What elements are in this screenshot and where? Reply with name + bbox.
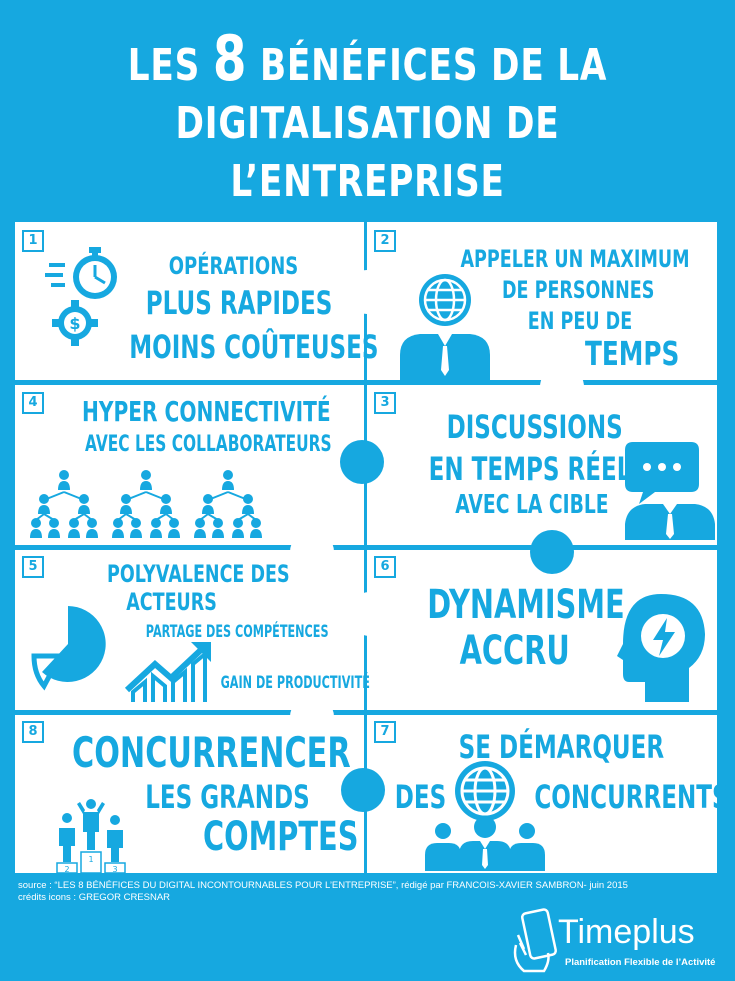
svg-text:$: $ <box>69 314 80 333</box>
puzzle-knob <box>540 365 584 409</box>
title-line-1: LES 8 BÉNÉFICES DE LA <box>127 22 608 95</box>
panel-7-line-2a: DES <box>394 778 447 816</box>
globe-team-icon <box>425 761 545 871</box>
panel-number: 5 <box>22 556 44 578</box>
panel-3-line-1: DISCUSSIONS <box>446 408 623 446</box>
source-credits: source : “LES 8 BÉNÉFICES DU DIGITAL INC… <box>18 880 628 904</box>
puzzle-knob <box>341 768 385 812</box>
pie-chart-icon <box>31 606 106 691</box>
panel-7-line-1: SE DÉMARQUER <box>458 728 665 766</box>
title-line-2: DIGITALISATION DE <box>175 98 560 149</box>
panel-5-line-2: ACTEURS <box>126 588 217 616</box>
panel-1-line-3: MOINS COÛTEUSES <box>129 328 379 366</box>
panel-5-line-3: PARTAGE DES COMPÉTENCES <box>145 622 329 642</box>
source-text: source : “LES 8 BÉNÉFICES DU DIGITAL INC… <box>18 880 628 891</box>
panel-4-line-1: HYPER CONNECTIVITÉ <box>81 395 331 428</box>
speech-bubble-person-icon <box>625 442 715 540</box>
credits-text: crédits icons : GREGOR CRESNAR <box>18 892 171 903</box>
puzzle-knob <box>345 270 389 314</box>
panel-number: 3 <box>374 392 396 414</box>
panel-2-line-3: EN PEU DE <box>527 307 633 335</box>
panel-2-line-4: TEMPS <box>585 334 680 373</box>
team-network-icon <box>30 470 280 540</box>
brand-name: Timeplus <box>558 913 695 951</box>
podium-label-2: 2 <box>64 865 69 874</box>
puzzle-knob <box>530 530 574 574</box>
panel-2-line-1: APPELER UN MAXIMUM <box>460 245 690 273</box>
panel-number: 2 <box>374 230 396 252</box>
podium-label-1: 1 <box>88 855 93 864</box>
head-lightning-icon <box>617 594 705 702</box>
podium-icon: 2 1 3 <box>56 799 126 874</box>
puzzle-knob <box>340 440 384 484</box>
puzzle-knob <box>290 695 334 739</box>
page-title: LES 8 BÉNÉFICES DE LA DIGITALISATION DE … <box>0 22 735 211</box>
panel-7-line-2b: CONCURRENTS <box>534 778 729 816</box>
stopwatch-icon <box>45 247 117 299</box>
panel-number: 6 <box>374 556 396 578</box>
panel-4-line-2: AVEC LES COLLABORATEURS <box>85 432 332 457</box>
panel-3-line-3: AVEC LA CIBLE <box>455 490 609 520</box>
panel-number: 8 <box>22 721 44 743</box>
panel-6-line-1: DYNAMISME <box>427 582 625 628</box>
puzzle-knob <box>290 530 334 574</box>
panel-3-line-2: EN TEMPS RÉEL <box>428 450 632 488</box>
panel-number: 4 <box>22 392 44 414</box>
panel-2-line-2: DE PERSONNES <box>502 276 655 304</box>
growth-chart-icon <box>125 642 211 702</box>
panel-8 <box>15 715 364 873</box>
panel-number: 7 <box>374 721 396 743</box>
panel-5-line-4: GAIN DE PRODUCTIVITÉ <box>220 673 370 693</box>
timeplus-logo: Timeplus Planification Flexible de l’Act… <box>510 905 730 975</box>
panel-8-line-1: CONCURRENCER <box>71 728 351 777</box>
panel-5-line-1: POLYVALENCE DES <box>107 560 290 588</box>
panel-8-line-2: LES GRANDS <box>145 778 310 816</box>
title-line-3: L’ENTREPRISE <box>230 156 505 207</box>
panel-8-line-3: COMPTES <box>203 814 359 860</box>
dollar-gear-icon: $ <box>52 300 98 346</box>
podium-label-3: 3 <box>112 865 117 874</box>
panel-1-line-1: OPÉRATIONS <box>168 252 299 280</box>
brand-tagline: Planification Flexible de l’Activité <box>565 957 716 968</box>
puzzle-knob <box>348 592 392 636</box>
panel-number: 1 <box>22 230 44 252</box>
globe-head-person-icon <box>400 274 490 382</box>
panel-6-line-2: ACCRU <box>459 628 570 674</box>
phone-hand-logo-icon <box>513 908 558 973</box>
panel-1-line-2: PLUS RAPIDES <box>145 284 333 322</box>
